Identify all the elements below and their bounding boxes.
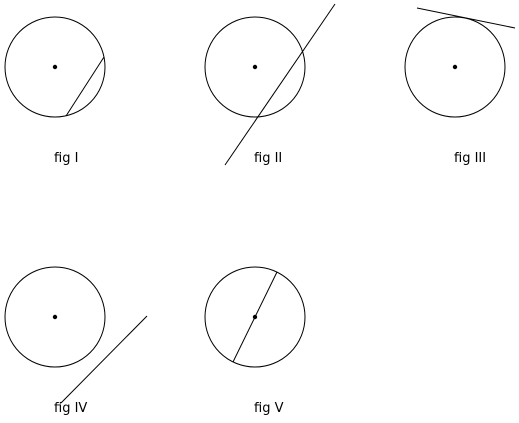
figure-5-diameter-line [232, 271, 278, 363]
figure-5 [204, 266, 306, 368]
figure-3-label: fig III [454, 151, 487, 166]
figure-3-circle [404, 16, 506, 118]
figure-1-chord-line [65, 56, 105, 117]
figure-4-external-line [60, 315, 148, 404]
figure-3-tangent-line [416, 7, 516, 29]
figure-4-label: fig IV [54, 401, 88, 416]
figure-4-circle [4, 266, 106, 368]
figure-1-circle [4, 16, 106, 118]
figure-3-center-point [452, 64, 458, 70]
figure-2-center-point [252, 64, 258, 70]
figure-2-label: fig II [254, 151, 283, 166]
figure-4-center-point [52, 314, 58, 320]
figure-5-label: fig V [254, 401, 284, 416]
figure-2-circle [204, 16, 306, 118]
figure-1-center-point [52, 64, 58, 70]
figure-4 [4, 266, 148, 404]
figure-2-secant-line [224, 3, 336, 166]
figure-5-circle [204, 266, 306, 368]
figure-3 [404, 7, 516, 118]
figure-1-label: fig I [54, 151, 79, 166]
figure-2 [204, 3, 336, 166]
figure-1 [4, 16, 106, 118]
